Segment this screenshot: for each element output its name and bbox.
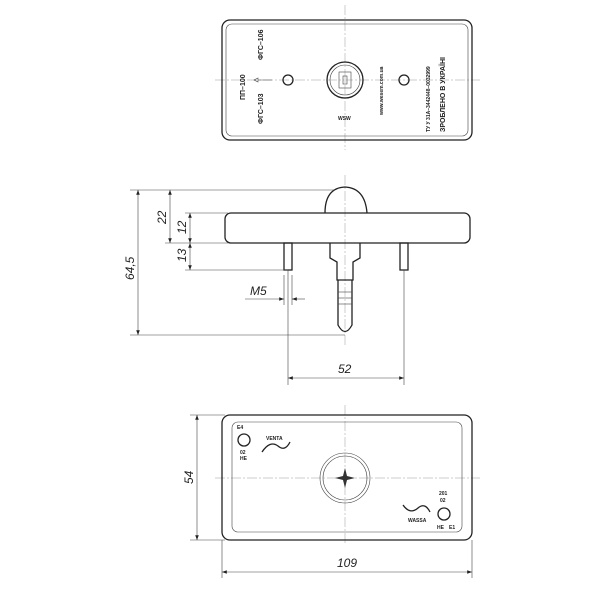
center-mark-icon: [335, 468, 355, 488]
top-view: ПП–100 ФГС–103 ФГС–106 WSW www.wesem.com…: [215, 5, 480, 150]
dim-overall-height: 64,5: [123, 256, 137, 280]
dim-height-top: 22: [155, 210, 169, 225]
brand-label: WASSA: [408, 518, 427, 524]
dim-plate: 12: [175, 220, 189, 234]
dome: [324, 186, 368, 214]
spec-label: ТУ У 31А–3442448–0032999: [426, 66, 432, 132]
model-label: ФГС–103: [258, 93, 265, 124]
dim-pin-spacing: 52: [338, 362, 352, 376]
mark-label: E4: [237, 425, 243, 431]
brand-label: WSW: [338, 116, 351, 122]
brand-logo-icon: [261, 441, 291, 453]
mounting-hole: [398, 74, 410, 86]
brand-label: VENTA: [266, 436, 283, 442]
certification-mark-icon: [237, 433, 251, 447]
mark-label: 02: [240, 450, 246, 456]
reflector: [231, 421, 463, 533]
bottom-view: E4 02 HE VENTA WASSA 201 02 HE E1 54 109: [182, 405, 480, 578]
mark-label: 201: [439, 491, 448, 497]
certification-mark-icon: [437, 507, 451, 521]
model-label: ФГС–106: [258, 29, 265, 60]
mounting-hole: [282, 74, 294, 86]
mark-label: E1: [449, 525, 455, 531]
brand-logo-icon: [402, 504, 431, 513]
lamp-body: [224, 212, 471, 244]
model-label: ПП–100: [240, 74, 247, 100]
mark-label: HE: [437, 525, 445, 531]
dim-pin: 13: [175, 248, 189, 262]
mark-label: HE: [240, 456, 248, 462]
plug: [337, 280, 353, 333]
dim-height: 54: [182, 470, 196, 484]
website-label: www.wesem.com.ua: [379, 66, 385, 116]
mark-label: 02: [440, 498, 446, 504]
arrow-icon: [253, 77, 272, 83]
side-view: 64,5 22 12 13 M5 52: [123, 175, 471, 385]
origin-label: ЗРОБЛЕНО В УКРАЇНІ: [439, 57, 447, 132]
pin-left: [283, 242, 293, 271]
connector: [329, 243, 361, 281]
connector-socket: [326, 61, 364, 99]
pin-right: [399, 242, 409, 271]
dim-thread: M5: [250, 284, 267, 298]
dim-width: 109: [337, 556, 357, 570]
